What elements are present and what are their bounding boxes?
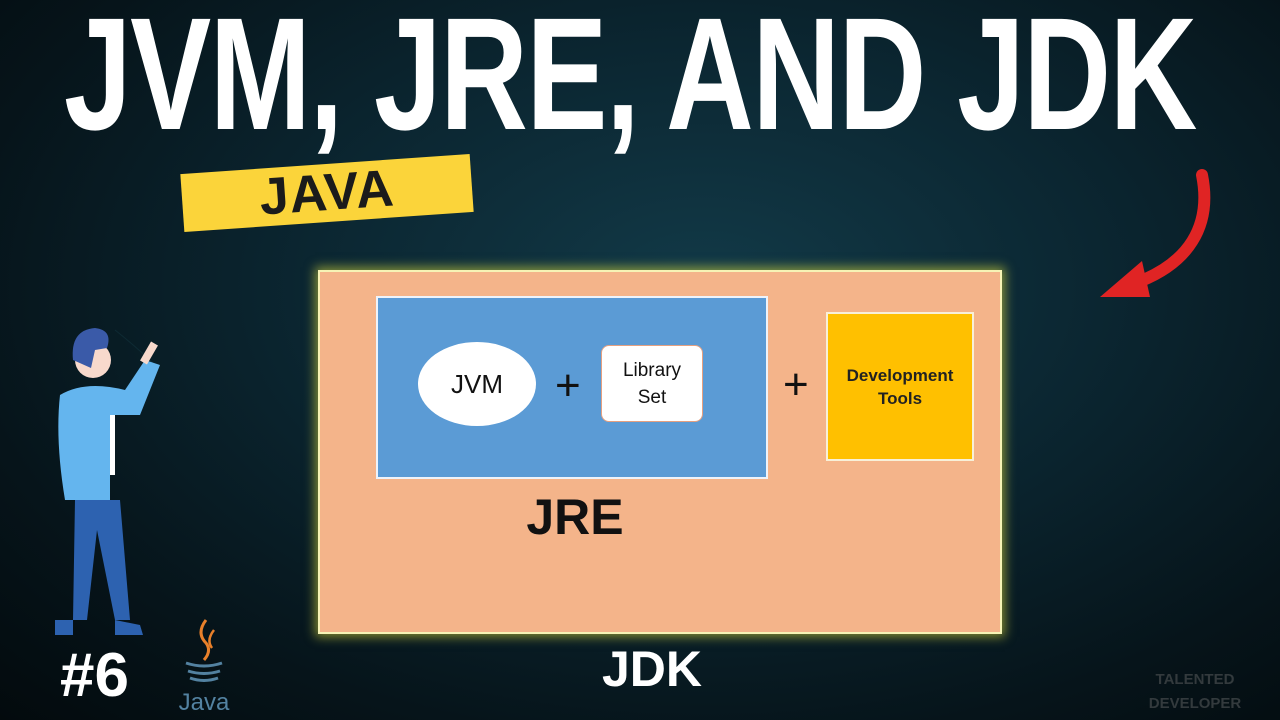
presenter-illustration <box>55 328 161 635</box>
library-line-1: Library <box>622 359 682 381</box>
java-logo-text: Java <box>178 689 230 716</box>
jdk-label: JDK <box>601 641 703 697</box>
jvm-ellipse: JVM <box>418 342 536 426</box>
development-tools-box: Development Tools <box>826 312 974 461</box>
java-banner: JAVA <box>180 153 474 233</box>
plus-sign: + <box>555 361 581 410</box>
jre-label: JRE <box>526 489 624 545</box>
library-line-2: Set <box>637 386 667 408</box>
thumbnail-title: JVM, JRE, AND JDK <box>64 0 1197 163</box>
brand-watermark: TALENTED DEVELOPER <box>1140 668 1250 716</box>
dev-line-1: Development <box>846 365 954 385</box>
episode-number: #6 <box>60 641 129 710</box>
dev-line-2: Tools <box>877 388 923 408</box>
java-logo-icon: Java <box>176 615 232 716</box>
red-arrow-icon <box>1100 169 1211 297</box>
brand-line-1: TALENTED <box>1155 671 1235 688</box>
plus-sign: + <box>783 360 809 409</box>
library-set-box: Library Set <box>601 345 703 422</box>
brand-line-2: DEVELOPER <box>1148 695 1242 712</box>
banner-text: JAVA <box>257 159 397 227</box>
